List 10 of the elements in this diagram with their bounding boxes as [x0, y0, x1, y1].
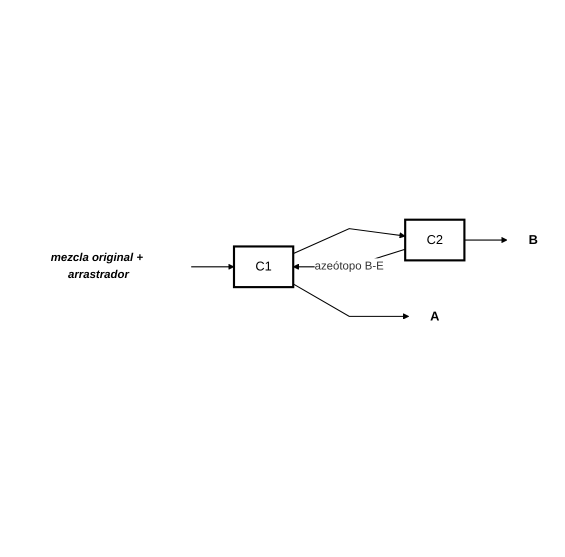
- node-text: A: [430, 309, 440, 324]
- edge-label: azeótopo B-E: [314, 260, 384, 273]
- arrow: [293, 228, 406, 254]
- node-text: mezcla original + arrastrador: [50, 252, 144, 282]
- arrow: [292, 284, 410, 320]
- node-text: B: [528, 232, 538, 248]
- arrow: [464, 237, 508, 244]
- arrow: [191, 264, 234, 270]
- node-box: C1: [232, 246, 294, 288]
- node-box: C2: [404, 218, 466, 262]
